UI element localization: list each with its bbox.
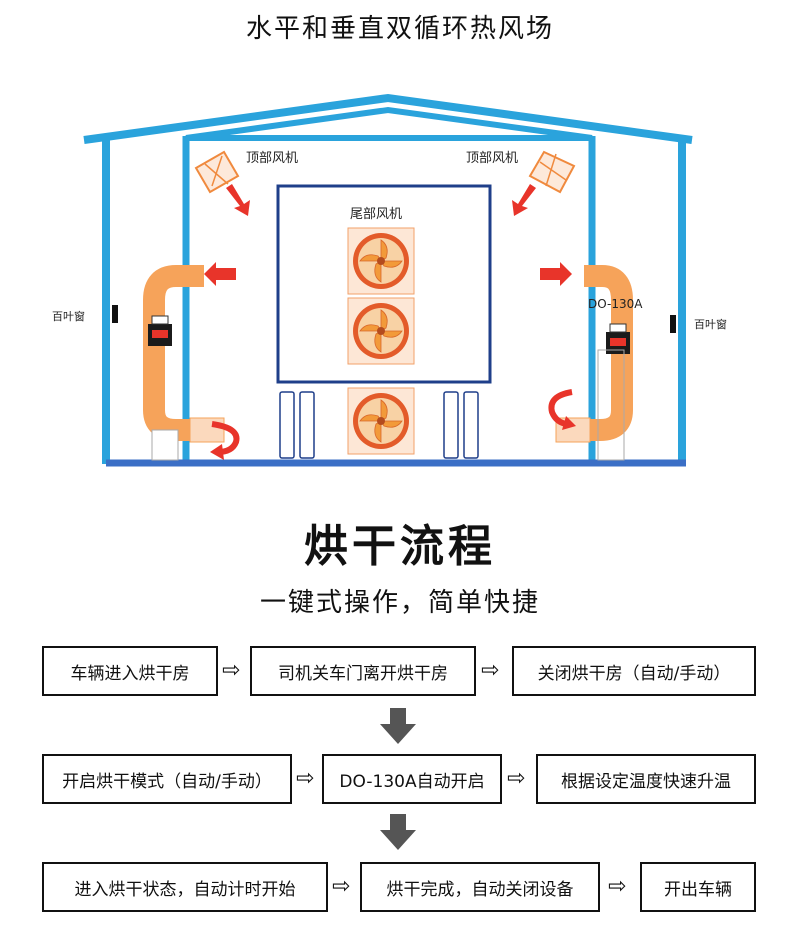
right-flow-arrow [540, 262, 572, 286]
unit-model-label: DO-130A [588, 297, 643, 311]
step-box: 根据设定温度快速升温 [536, 754, 756, 804]
flow-subtitle: 一键式操作，简单快捷 [259, 588, 540, 618]
tail-fan-label: 尾部风机 [350, 207, 402, 222]
right-arrow-icon: ⇨ [608, 874, 627, 899]
top-fan-left-label: 顶部风机 [246, 151, 298, 166]
inner-roof [185, 106, 593, 141]
right-arrow-icon: ⇨ [481, 658, 500, 683]
roof-frame [83, 93, 693, 144]
louver-right-label: 百叶窗 [694, 317, 727, 331]
left-duct [143, 265, 204, 441]
step-box: 开启烘干模式（自动/手动） [42, 754, 292, 804]
top-title: 水平和垂直双循环热风场 [245, 14, 554, 44]
hot-air-circulation-diagram: 尾部风机 顶部风机 顶部风机 DO-130A [52, 93, 727, 467]
right-duct [580, 265, 633, 441]
left-flow-arrow [204, 262, 236, 286]
louver-left-label: 百叶窗 [52, 309, 85, 323]
right-arrow-icon: ⇨ [296, 766, 315, 791]
step-box: 关闭烘干房（自动/手动） [512, 646, 756, 696]
right-arrow-icon: ⇨ [222, 658, 241, 683]
down-arrow-icon [380, 814, 416, 850]
top-fan-right-icon [528, 150, 576, 194]
top-fan-left-icon [194, 150, 240, 194]
flow-title: 烘干流程 [304, 521, 496, 572]
step-box: 车辆进入烘干房 [42, 646, 218, 696]
step-box: 进入烘干状态，自动计时开始 [42, 862, 328, 912]
right-arrow-icon: ⇨ [332, 874, 351, 899]
step-box: DO-130A自动开启 [322, 754, 502, 804]
top-fan-right-label: 顶部风机 [466, 151, 518, 166]
step-box: 开出车辆 [640, 862, 756, 912]
right-arrow-icon: ⇨ [507, 766, 526, 791]
down-arrow-icon [380, 708, 416, 744]
step-box: 烘干完成，自动关闭设备 [360, 862, 600, 912]
step-box: 司机关车门离开烘干房 [250, 646, 476, 696]
